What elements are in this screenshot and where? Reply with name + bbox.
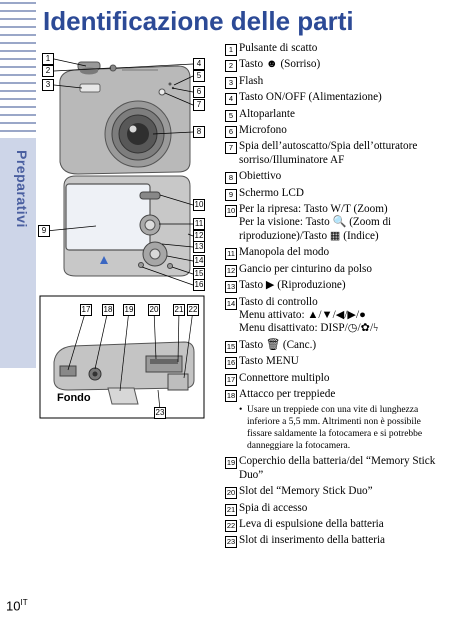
callout-13: 13 xyxy=(193,241,205,253)
section-label: Preparativi xyxy=(14,150,30,228)
callout-16: 16 xyxy=(193,279,205,291)
callout-22: 22 xyxy=(187,304,199,316)
callout-20: 20 xyxy=(148,304,160,316)
page-title: Identificazione delle parti xyxy=(43,6,354,36)
callout-3: 3 xyxy=(42,79,54,91)
page-number: 10IT xyxy=(6,598,28,614)
callout-4: 4 xyxy=(193,58,205,70)
callout-10: 10 xyxy=(193,199,205,211)
section-tab xyxy=(0,138,36,368)
camera-front-drawing xyxy=(53,58,194,175)
tripod-note: •Usare un treppiede con una vite di lung… xyxy=(239,405,423,452)
callout-5: 5 xyxy=(193,70,205,82)
callout-23: 23 xyxy=(154,407,166,419)
callout-17: 17 xyxy=(80,304,92,316)
callout-7: 7 xyxy=(193,99,205,111)
camera-figure: 1 2 3 4 5 6 7 8 9 10 11 12 13 14 15 16 1… xyxy=(38,44,224,449)
camera-back-drawing xyxy=(45,175,194,286)
callout-18: 18 xyxy=(102,304,114,316)
callout-19: 19 xyxy=(123,304,135,316)
camera-illustration xyxy=(39,58,205,419)
callout-9: 9 xyxy=(38,225,50,237)
callout-2: 2 xyxy=(42,65,54,77)
sidebar-stripes xyxy=(0,0,36,138)
bottom-view-label: Fondo xyxy=(57,392,91,404)
callout-6: 6 xyxy=(193,86,205,98)
callout-11: 11 xyxy=(193,218,205,230)
callout-21: 21 xyxy=(173,304,185,316)
callout-1: 1 xyxy=(42,53,54,65)
callout-14: 14 xyxy=(193,255,205,267)
callout-8: 8 xyxy=(193,126,205,138)
camera-bottom-drawing xyxy=(39,295,205,419)
sidebar: Preparativi xyxy=(0,0,36,640)
